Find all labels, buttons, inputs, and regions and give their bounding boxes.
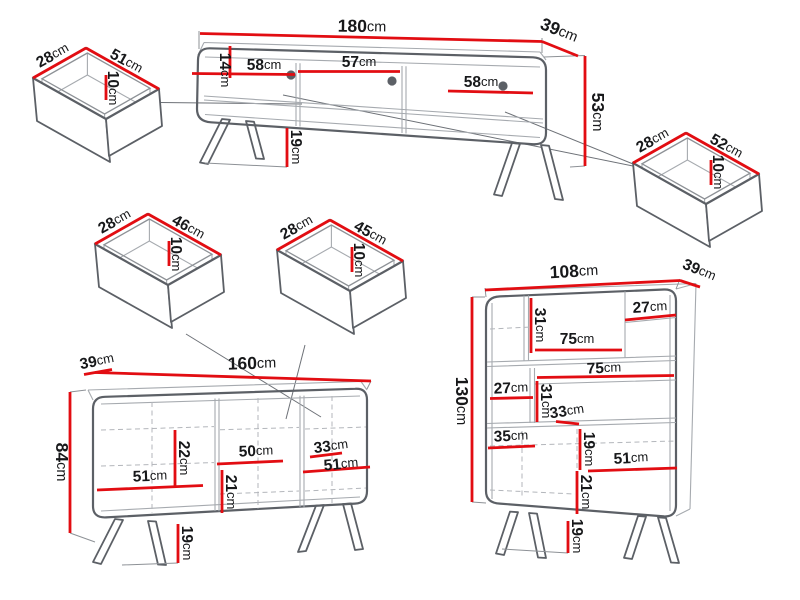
dim-label-sb-middle-width: 50cm — [238, 442, 273, 460]
tv-stand-legs — [199, 118, 564, 201]
tv-stand-dimension-lines — [191, 31, 587, 168]
dim-label-d3-width: 46cm — [169, 212, 207, 244]
dim-label-d4-depth: 28cm — [278, 212, 316, 244]
drawer-top-left: 28cm 51cm 10cm — [31, 40, 164, 164]
handle-knob — [498, 81, 508, 91]
dim-label-tv-height: 53cm — [588, 93, 608, 132]
dim-label-sb-upper-inner-height: 22cm — [175, 441, 192, 476]
dim-label-cab-width: 108cm — [549, 259, 599, 282]
dim-label-cab-height: 130cm — [452, 377, 472, 426]
dim-label-cab-middle-left-width: 27cm — [493, 379, 528, 397]
sideboard-body — [91, 387, 369, 519]
drawer-mid-center: 28cm 45cm 10cm — [275, 212, 408, 336]
tv-stand: 180cm 39cm 53cm 14cm 58cm 57cm 58cm 19cm — [191, 13, 608, 201]
dim-label-cab-lower-height: 21cm — [577, 475, 594, 510]
cabinet-side-surface — [491, 282, 697, 517]
dim-label-d2-width: 52cm — [707, 131, 745, 163]
dim-label-d3-height: 10cm — [167, 237, 184, 272]
sideboard-interior — [100, 395, 367, 513]
dim-label-sb-left-inner-width: 51cm — [132, 467, 167, 485]
cabinet-legs — [495, 510, 680, 564]
cabinet-dimension-lines — [470, 278, 701, 554]
dim-label-cab-lower-left-width: 35cm — [493, 427, 528, 445]
dim-label-d2-depth: 28cm — [634, 125, 672, 157]
dim-label-cab-top-inner-width: 75cm — [560, 331, 595, 348]
drawer-dimension-lines — [632, 131, 760, 185]
dim-label-cab-middle-inner-width: 75cm — [586, 359, 621, 377]
drawer-top-right: 28cm 52cm 10cm — [631, 125, 764, 249]
dim-label-sb-right-upper-width: 33cm — [313, 436, 349, 457]
dim-label-sb-height: 84cm — [52, 443, 72, 482]
dim-label-d4-width: 45cm — [351, 218, 389, 250]
dim-label-tv-top-inset: 14cm — [216, 53, 233, 88]
dim-label-cab-lower-upper-height: 19cm — [580, 432, 597, 467]
dim-label-tv-leg-height: 19cm — [287, 130, 304, 165]
sideboard: 160cm 39cm 84cm 22cm 50cm 33cm 51cm 21cm… — [52, 350, 372, 566]
dim-label-cab-leg-height: 19cm — [568, 519, 585, 554]
drawer-dimension-lines — [276, 218, 404, 272]
dim-label-d3-depth: 28cm — [96, 206, 134, 238]
cabinet: 108cm 39cm 130cm 31cm 27cm 75cm 75cm 27c… — [452, 256, 718, 564]
dim-label-cab-depth: 39cm — [680, 256, 718, 285]
tv-stand-interior — [203, 56, 544, 139]
dim-label-tv-section-right: 58cm — [464, 74, 499, 91]
dim-label-d1-width: 51cm — [107, 46, 145, 78]
drawer-dimension-lines — [32, 46, 160, 100]
drawer-dimension-lines — [94, 212, 222, 266]
dim-label-tv-section-middle: 57cm — [342, 54, 377, 71]
sideboard-dimension-lines — [68, 368, 372, 566]
dim-label-cab-niche-width: 33cm — [549, 401, 586, 423]
dim-label-tv-section-left: 58cm — [247, 57, 282, 74]
dim-label-d1-height: 10cm — [104, 71, 121, 106]
dim-label-sb-depth: 39cm — [78, 350, 115, 373]
dim-label-cab-top-right-width: 27cm — [632, 298, 667, 317]
cabinet-interior — [486, 291, 677, 511]
dim-label-d2-height: 10cm — [709, 155, 726, 190]
handle-knob — [387, 76, 397, 86]
tv-stand-body — [195, 47, 548, 146]
dim-label-cab-middle-height: 31cm — [537, 384, 554, 419]
dim-label-d4-height: 10cm — [350, 243, 367, 278]
dim-label-sb-middle-inner-height: 21cm — [222, 475, 239, 510]
dim-label-sb-leg-height: 19cm — [178, 526, 195, 561]
dim-label-tv-width: 180cm — [338, 15, 387, 36]
dim-label-d1-depth: 28cm — [34, 40, 72, 72]
drawer-mid-left: 28cm 46cm 10cm — [93, 206, 226, 330]
sideboard-top-surface — [87, 380, 368, 401]
sideboard-legs — [92, 502, 364, 566]
leader-lines — [159, 94, 644, 420]
cabinet-body — [484, 288, 678, 518]
dim-label-sb-width: 160cm — [227, 352, 276, 373]
dim-label-sb-right-inner-width: 51cm — [323, 455, 359, 475]
dim-label-cab-lower-inner-width: 51cm — [613, 449, 648, 468]
dim-label-cab-top-left-height: 31cm — [531, 308, 548, 343]
